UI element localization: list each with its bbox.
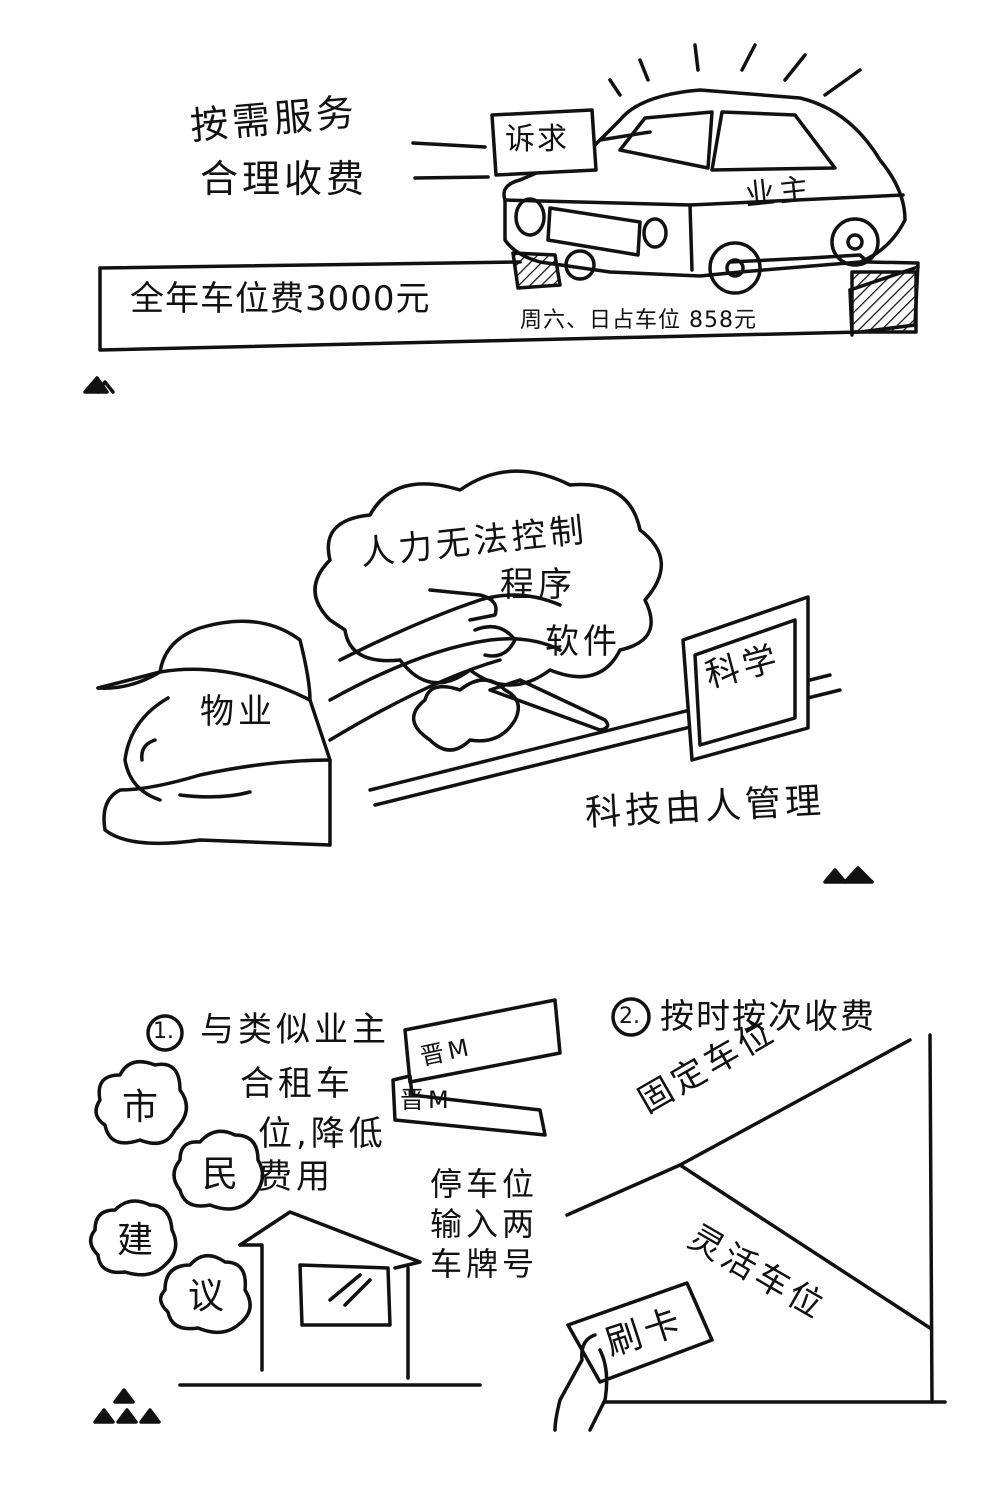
bubble-text-software: 软件 [545,622,621,662]
plate-1 [403,998,562,1084]
item1-number: 1. [153,1019,174,1044]
panel1-artwork [83,43,920,394]
item1-line4: 费用 [258,1157,334,1197]
item1-line2: 合租车 [240,1064,354,1104]
note-line1: 停车位 [430,1165,539,1203]
weekend-fee-text: 周六、日占车位 858元 [520,308,757,333]
plate2-text: 晋M [400,1086,453,1114]
bubble-text-program: 程序 [500,565,576,605]
slogan-reasonable-fees: 合理收费 [200,157,369,201]
annual-fee-text: 全年车位费3000元 [130,279,431,319]
note-line3: 车牌号 [430,1245,539,1283]
panel2-artwork [96,469,874,884]
item2-text: 按时按次收费 [660,997,876,1037]
note-line2: 输入两 [430,1205,539,1243]
cloud-char-yi: 议 [188,1276,225,1317]
science-board [681,595,810,762]
cloud-jian [88,1199,178,1277]
item1-line1: 与类似业主 [200,1010,390,1050]
cloud-char-min: 民 [202,1154,239,1195]
cloud-char-jian: 建 [117,1220,154,1261]
item2-number: 2. [619,1004,640,1029]
item1-line3: 位,降低 [258,1114,387,1154]
car-owner-label: 业主 [743,171,815,214]
cloud-yi [158,1254,252,1335]
plate-2 [391,1074,547,1137]
panel3-artwork [88,997,947,1432]
hat-property-label: 物业 [200,692,276,732]
request-sign [490,108,598,177]
manager-hat [96,619,332,762]
cloud-min [172,1129,265,1211]
request-sign-text: 诉求 [505,122,569,157]
cloud-char-shi: 市 [122,1087,159,1128]
car-body [502,88,907,278]
cloud-shi [94,1059,189,1146]
